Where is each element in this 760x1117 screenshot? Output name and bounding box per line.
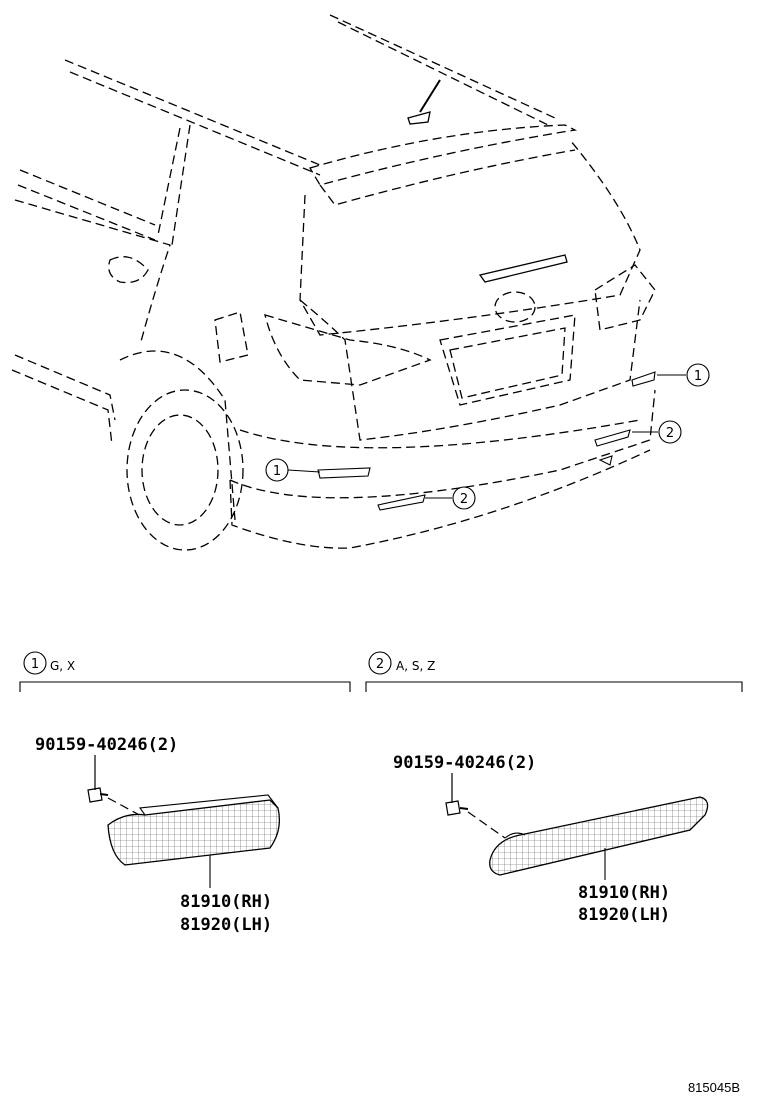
diagram-reference-code: 815045B xyxy=(688,1080,740,1095)
right-reflector-drawing xyxy=(489,796,709,876)
left-lh-part-number: 81920(LH) xyxy=(180,915,272,935)
right-lh-part-number: 81920(LH) xyxy=(578,905,670,925)
callout-1-left: 1 xyxy=(273,464,281,479)
callout-1-right: 1 xyxy=(694,369,702,384)
callout-2-right: 2 xyxy=(666,426,674,441)
section-1-label: G, X xyxy=(50,659,75,673)
left-bolt-drawing xyxy=(87,755,146,819)
left-rh-part-number: 81910(RH) xyxy=(180,892,272,912)
right-rh-part-number: 81910(RH) xyxy=(578,883,670,903)
vehicle-rear-illustration xyxy=(11,14,656,551)
callout-2-left: 2 xyxy=(460,492,468,507)
right-bolt-drawing xyxy=(445,773,506,839)
callout-leaders xyxy=(265,363,710,510)
left-bolt-part-number: 90159-40246(2) xyxy=(35,735,178,755)
section-brackets xyxy=(19,651,743,692)
left-reflector-drawing xyxy=(107,794,281,866)
right-bolt-part-number: 90159-40246(2) xyxy=(393,753,536,773)
section-2-label: A, S, Z xyxy=(396,659,435,673)
section-1-number: 1 xyxy=(31,657,39,672)
section-2-number: 2 xyxy=(376,657,384,672)
